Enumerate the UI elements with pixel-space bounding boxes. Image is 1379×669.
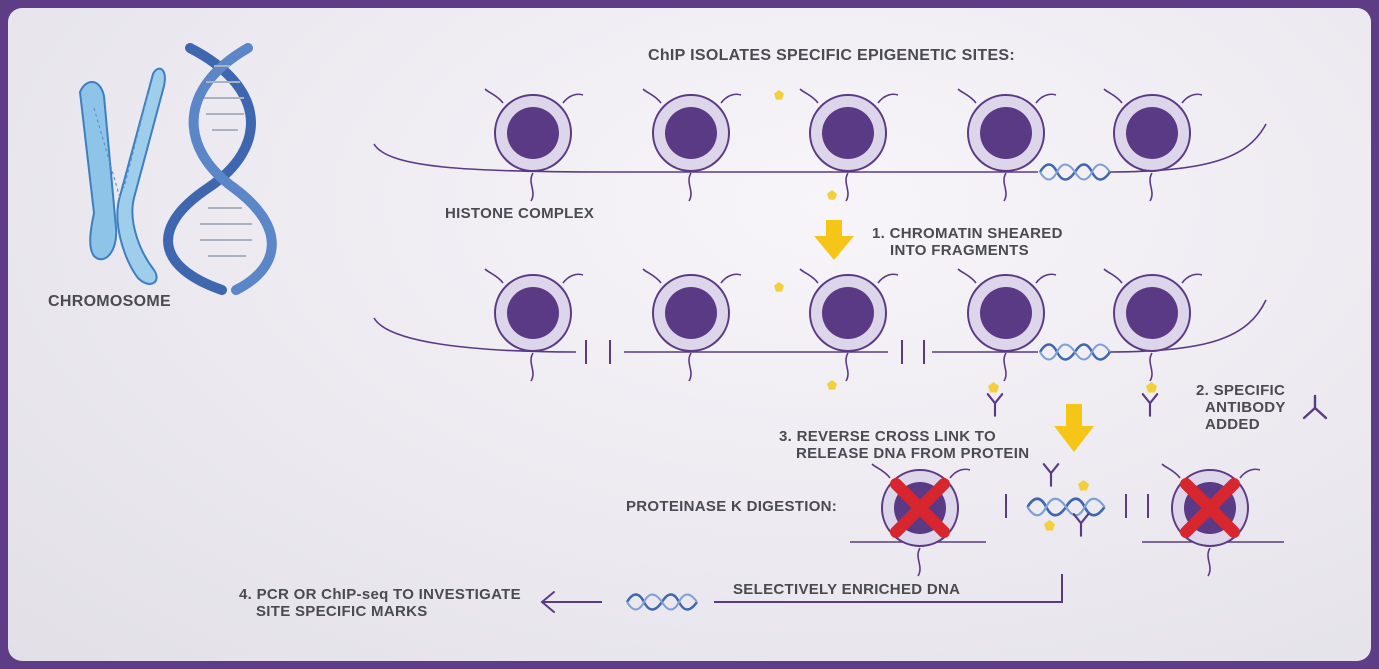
epigenetic-mark-icon	[988, 382, 999, 393]
epigenetic-mark-icon	[827, 190, 837, 200]
epigenetic-mark-icon	[774, 90, 784, 100]
step3-label-line2: RELEASE DNA FROM PROTEIN	[796, 445, 1030, 462]
nucleosome-icon	[957, 268, 1057, 382]
step4-label-line1: 4. PCR OR ChIP-seq TO INVESTIGATE	[239, 586, 521, 603]
nucleosome-icon	[799, 268, 899, 382]
antibody-icon	[1072, 513, 1090, 537]
chromosome-label: CHROMOSOME	[48, 293, 171, 310]
dna-segment-icon	[1038, 163, 1112, 181]
digestion-x-icon	[890, 478, 950, 538]
epigenetic-mark-icon	[1146, 382, 1157, 393]
antibody-legend-icon	[1302, 394, 1328, 420]
enrichment-path	[714, 574, 1063, 603]
histone-complex-label: HISTONE COMPLEX	[445, 205, 595, 222]
down-arrow-icon	[814, 220, 854, 260]
step2-label-line1: 2. SPECIFIC	[1196, 382, 1286, 399]
enriched-dna-label: SELECTIVELY ENRICHED DNA	[733, 581, 961, 598]
nucleosome-icon	[642, 268, 742, 382]
nucleosome-icon	[799, 88, 899, 202]
chromatin-row-1	[373, 88, 1267, 202]
chromosome-icon	[78, 67, 166, 285]
digestion-row	[850, 463, 1284, 577]
nucleosome-icon	[1161, 463, 1261, 577]
epigenetic-mark-icon	[774, 282, 784, 292]
proteinase-label: PROTEINASE K DIGESTION:	[626, 498, 838, 515]
nucleosome-icon	[484, 88, 584, 202]
epigenetic-mark-icon	[1078, 480, 1089, 491]
nucleosome-icon	[1103, 88, 1203, 202]
dna-segment-icon	[1025, 497, 1107, 517]
antibody-icon	[1042, 463, 1060, 487]
antibody-icon	[986, 393, 1004, 417]
down-arrow-icon	[1054, 404, 1094, 452]
nucleosome-icon	[1103, 268, 1203, 382]
step1-label-line1: 1. CHROMATIN SHEARED	[872, 225, 1063, 242]
left-arrow-icon	[540, 591, 602, 613]
diagram-frame: ChIP ISOLATES SPECIFIC EPIGENETIC SITES:…	[8, 8, 1371, 661]
step3-label-line1: 3. REVERSE CROSS LINK TO	[779, 428, 996, 445]
chromatin-row-2	[373, 268, 1267, 390]
antibody-icon	[1141, 393, 1159, 417]
enriched-dna-icon	[625, 592, 699, 612]
dna-helix-icon	[163, 43, 277, 295]
step1-label-line2: INTO FRAGMENTS	[890, 242, 1029, 259]
nucleosome-icon	[957, 88, 1057, 202]
step2-label-line3: ADDED	[1205, 416, 1260, 433]
nucleosome-icon	[484, 268, 584, 382]
epigenetic-mark-icon	[1044, 520, 1055, 531]
step4-label-line2: SITE SPECIFIC MARKS	[256, 603, 428, 620]
step2-label-line2: ANTIBODY	[1205, 399, 1286, 416]
nucleosome-icon	[871, 463, 971, 577]
epigenetic-mark-icon	[827, 380, 837, 390]
nucleosome-icon	[642, 88, 742, 202]
diagram-title: ChIP ISOLATES SPECIFIC EPIGENETIC SITES:	[648, 47, 1016, 64]
diagram-canvas	[78, 43, 1328, 613]
digestion-x-icon	[1180, 478, 1240, 538]
dna-segment-icon	[1038, 343, 1112, 361]
